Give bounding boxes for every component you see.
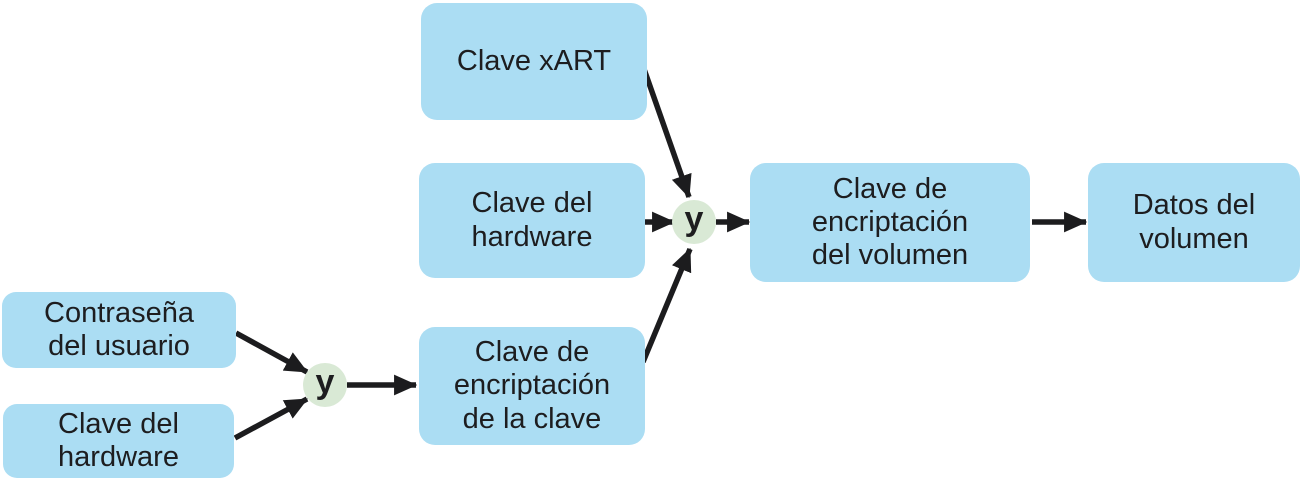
and-operator-right: y <box>672 200 716 244</box>
arrow-xart-to-and-right <box>641 68 692 199</box>
arrow-hardware-left-to-and-left <box>233 396 309 441</box>
arrow-kek-to-and-right <box>640 247 693 364</box>
node-hardware-key-left: Clave del hardware <box>3 404 234 478</box>
node-xart-key: Clave xART <box>421 3 647 120</box>
node-hardware-key-middle: Clave del hardware <box>419 163 645 278</box>
node-volume-data: Datos del volumen <box>1088 163 1300 282</box>
node-user-password: Contraseña del usuario <box>2 292 236 368</box>
node-key-encryption-key: Clave de encriptación de la clave <box>419 327 645 445</box>
node-volume-encryption-key: Clave de encriptación del volumen <box>750 163 1030 282</box>
and-operator-left: y <box>303 363 347 407</box>
arrow-user-password-to-and-left <box>234 330 309 375</box>
